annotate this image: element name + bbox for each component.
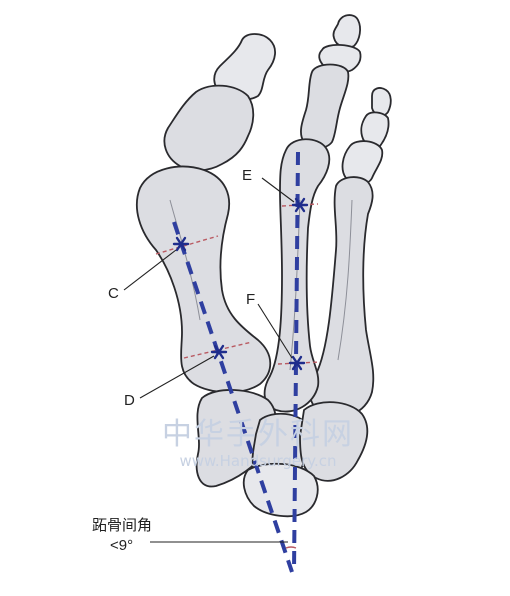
- second-ray-bones: [263, 14, 362, 413]
- third-toe-distal-phalanx: [371, 87, 392, 117]
- watermark-cn: 中华手外科网: [162, 417, 354, 452]
- first-ray-bones: [136, 33, 276, 394]
- midline-e: [281, 203, 319, 207]
- leader-c: [123, 249, 177, 291]
- midline-d: [183, 341, 253, 359]
- watermark-url: www.Handsurgery.cn: [179, 452, 336, 470]
- leader-d: [139, 355, 215, 399]
- leader-lines: [123, 177, 295, 543]
- label-d: D: [124, 392, 135, 409]
- lateral-cuneiform: [299, 401, 369, 482]
- axis-points: [172, 197, 309, 371]
- third-toe-proximal-phalanx: [341, 140, 384, 185]
- label-f: F: [246, 291, 255, 308]
- first-metatarsal: [136, 165, 272, 394]
- third-metatarsal: [309, 176, 375, 418]
- second-toe-proximal-phalanx: [300, 63, 350, 149]
- label-c: C: [108, 285, 119, 302]
- hallux-proximal-phalanx: [163, 84, 255, 172]
- point-c-marker: [172, 236, 190, 252]
- angle-label-title: 跖骨间角: [92, 516, 152, 534]
- hallux-distal-phalanx: [213, 33, 276, 101]
- tarsal-bones: [195, 389, 369, 518]
- cuneiform-back: [242, 462, 319, 518]
- leader-e: [261, 177, 295, 203]
- angle-label-value: <9°: [110, 537, 133, 554]
- angle-arc: [285, 546, 297, 549]
- label-e: E: [242, 167, 252, 184]
- point-f-marker: [288, 355, 306, 371]
- point-d-marker: [210, 344, 228, 360]
- midline-c: [155, 235, 219, 255]
- watermark: 中华手外科网 www.Handsurgery.cn: [162, 417, 354, 470]
- leader-f: [257, 303, 293, 359]
- second-toe-distal-phalanx: [332, 14, 361, 49]
- point-e-marker: [291, 197, 309, 213]
- third-ray-bones: [309, 87, 392, 418]
